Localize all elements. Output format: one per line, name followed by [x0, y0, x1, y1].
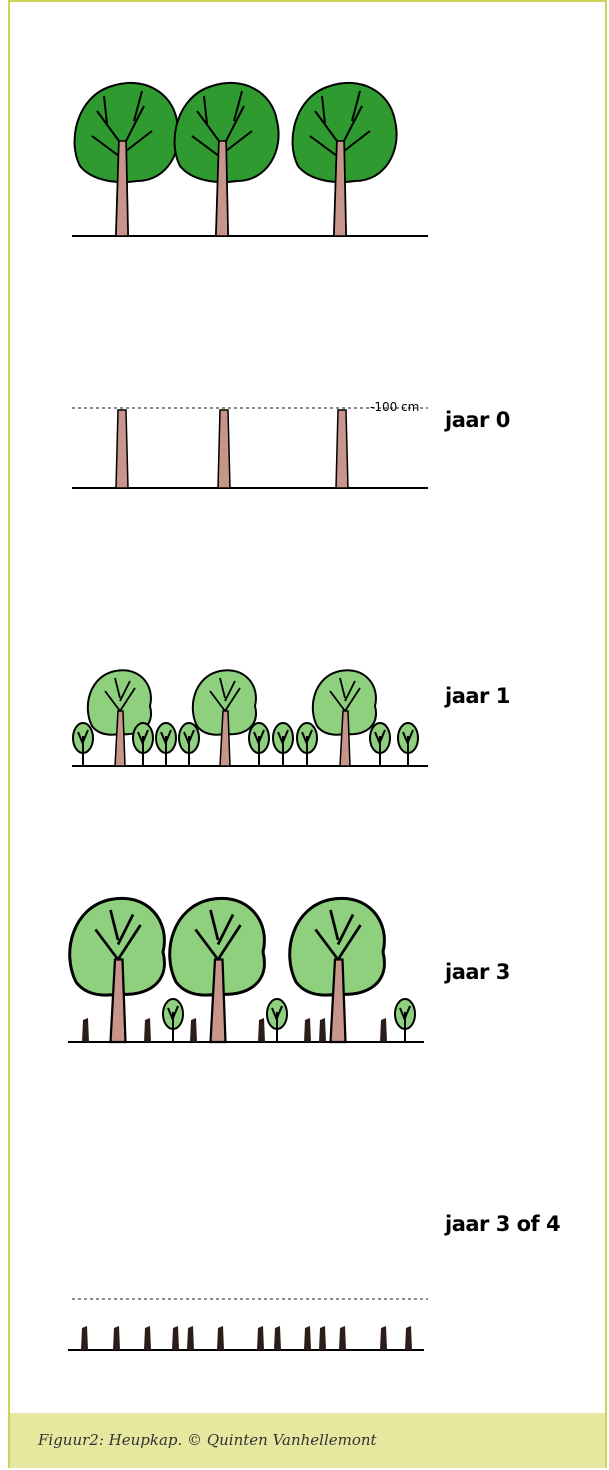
coppice-diagram [68, 81, 428, 1351]
cut-height-label: -100 cm [370, 400, 420, 414]
stage-year-3 [68, 896, 424, 1044]
stage-label-year-1: jaar 1 [445, 684, 510, 708]
stage-label-year-3-or-4: jaar 3 of 4 [445, 1212, 561, 1236]
figure-caption: Figuur2: Heupkap. © Quinten Vanhellemont [38, 1431, 377, 1449]
caption-bar: Figuur2: Heupkap. © Quinten Vanhellemont [8, 1413, 607, 1468]
stage-mature [72, 81, 428, 237]
stage-year-3-or-4 [68, 1298, 428, 1351]
stage-year-0 [72, 407, 428, 489]
stage-label-year-3: jaar 3 [445, 960, 510, 984]
stage-year-1 [72, 669, 428, 767]
stage-label-year-0: jaar 0 [445, 408, 510, 432]
